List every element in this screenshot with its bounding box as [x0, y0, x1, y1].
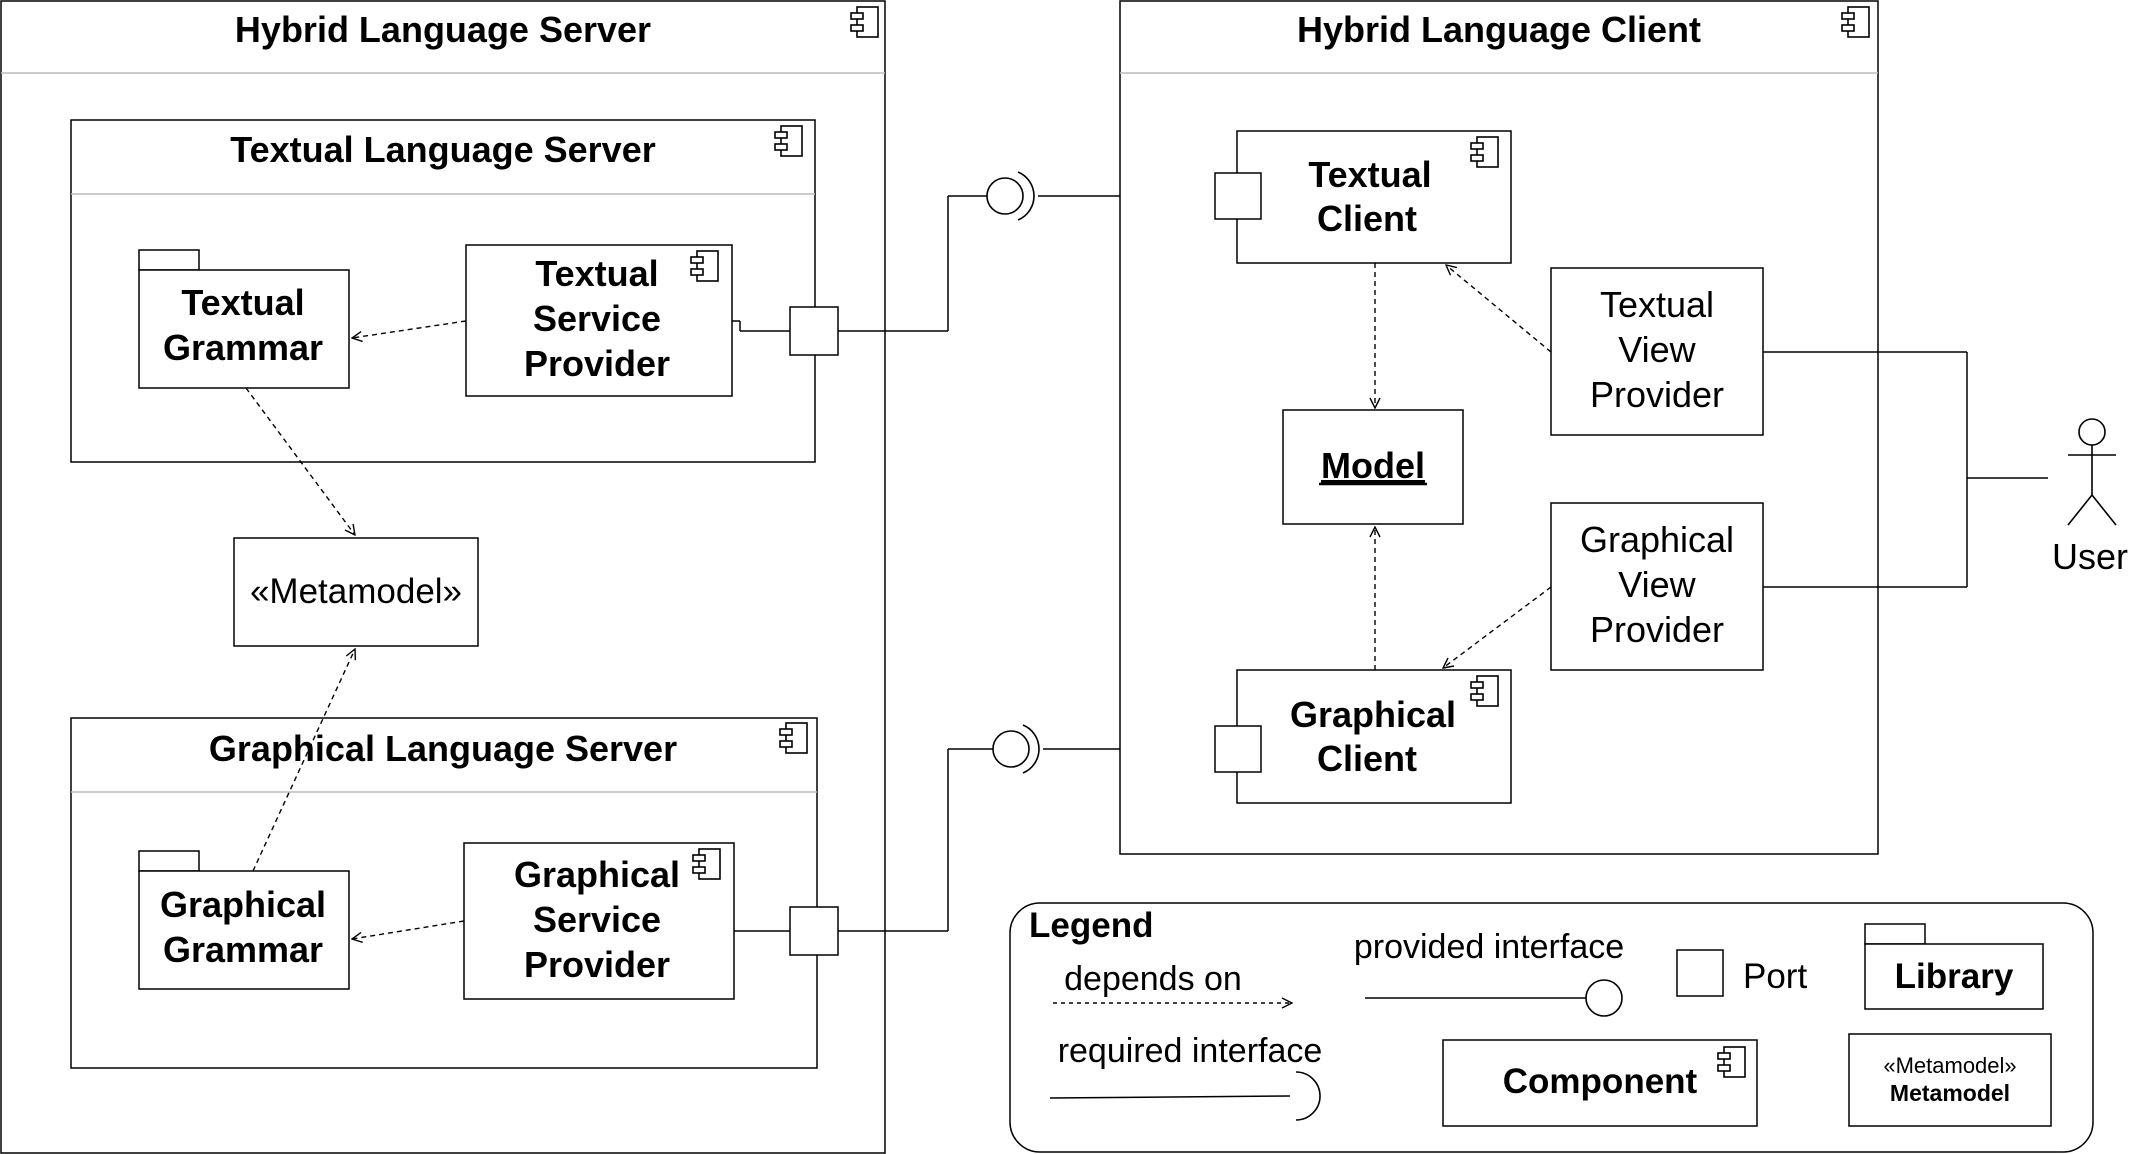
user-actor: User — [2052, 418, 2128, 577]
graphical-view-line2: View — [1618, 564, 1696, 605]
port-square — [1214, 172, 1262, 220]
port-square — [789, 306, 839, 356]
graphical-grammar-line1: Graphical — [160, 884, 326, 925]
textual-client: Textual Client — [1236, 130, 1512, 264]
graphical-grammar-library: Graphical Grammar — [138, 850, 350, 990]
graphical-view-provider: Graphical View Provider — [1550, 502, 1764, 671]
port-square — [1676, 949, 1724, 997]
client-dependencies — [1375, 263, 1552, 670]
textual-grammar-library: Textual Grammar — [138, 249, 350, 389]
port-square — [789, 906, 839, 956]
provided-interface-icon — [992, 730, 1030, 768]
stick-figure-icon — [2067, 418, 2117, 526]
textual-view-provider: Textual View Provider — [1550, 267, 1764, 436]
graphical-client: Graphical Client — [1236, 669, 1512, 804]
textual-interface — [986, 171, 1035, 221]
graphical-grammar-line2: Grammar — [163, 929, 323, 970]
user-connections — [1763, 351, 2048, 588]
legend-library: Library — [1895, 957, 2014, 996]
textual-server-title: Textual Language Server — [230, 129, 655, 170]
graphical-server-title: Graphical Language Server — [209, 728, 677, 769]
legend: Legend depends on required interface pro… — [1009, 902, 2094, 1153]
library-tab — [138, 249, 200, 271]
legend-title: Legend — [1029, 906, 1153, 945]
legend-port: Port — [1743, 957, 1807, 996]
graphical-view-line3: Provider — [1590, 609, 1724, 650]
legend-metamodel-stereotype: «Metamodel» — [1883, 1053, 2016, 1078]
textual-grammar-line2: Grammar — [163, 327, 323, 368]
graphical-service-provider: Graphical Service Provider — [463, 842, 735, 1000]
graphical-client-line2: Client — [1317, 738, 1417, 779]
textual-view-line2: View — [1618, 329, 1696, 370]
graphical-provider-line3: Provider — [524, 944, 670, 985]
legend-provided-interface: provided interface — [1354, 928, 1624, 966]
provided-interface-icon — [1585, 979, 1623, 1017]
dependency-arrow — [352, 920, 465, 939]
required-interface-icon — [1295, 1071, 1321, 1121]
textual-service-provider: Textual Service Provider — [465, 244, 733, 397]
server-title: Hybrid Language Server — [235, 9, 651, 50]
library-tab — [1864, 923, 1926, 945]
user-label: User — [2052, 536, 2128, 577]
textual-provider-line2: Service — [533, 298, 661, 339]
dependency-arrow — [245, 387, 355, 535]
legend-required-interface: required interface — [1058, 1032, 1323, 1070]
dependency-arrow — [252, 649, 355, 872]
graphical-client-line1: Graphical — [1290, 694, 1456, 735]
client-title: Hybrid Language Client — [1297, 9, 1701, 50]
graphical-provider-line1: Graphical — [514, 854, 680, 895]
required-interface-icon — [1017, 171, 1035, 221]
textual-view-line1: Textual — [1600, 284, 1714, 325]
textual-provider-line1: Textual — [535, 253, 658, 294]
legend-component: Component — [1503, 1062, 1698, 1101]
textual-provider-line3: Provider — [524, 343, 670, 384]
textual-view-line3: Provider — [1590, 374, 1724, 415]
metamodel-label: «Metamodel» — [250, 572, 462, 611]
legend-depends-on: depends on — [1064, 960, 1242, 998]
required-interface-icon — [1022, 724, 1040, 774]
model-label: Model — [1321, 445, 1425, 486]
graphical-provider-line2: Service — [533, 899, 661, 940]
legend-metamodel-name: Metamodel — [1890, 1080, 2010, 1106]
textual-client-line1: Textual — [1308, 154, 1431, 195]
metamodel-box: «Metamodel» — [233, 537, 479, 647]
library-tab — [138, 850, 200, 872]
dependency-arrow — [352, 320, 467, 338]
textual-client-line2: Client — [1317, 198, 1417, 239]
provided-interface-icon — [986, 177, 1024, 215]
model-object: Model — [1282, 409, 1464, 525]
dependency-arrow — [1446, 265, 1552, 353]
graphical-interface — [992, 724, 1040, 774]
graphical-view-line1: Graphical — [1580, 519, 1734, 560]
dependency-arrow — [1443, 586, 1552, 668]
port-square — [1214, 725, 1262, 773]
server-dependencies — [245, 320, 467, 939]
textual-grammar-line1: Textual — [181, 282, 304, 323]
